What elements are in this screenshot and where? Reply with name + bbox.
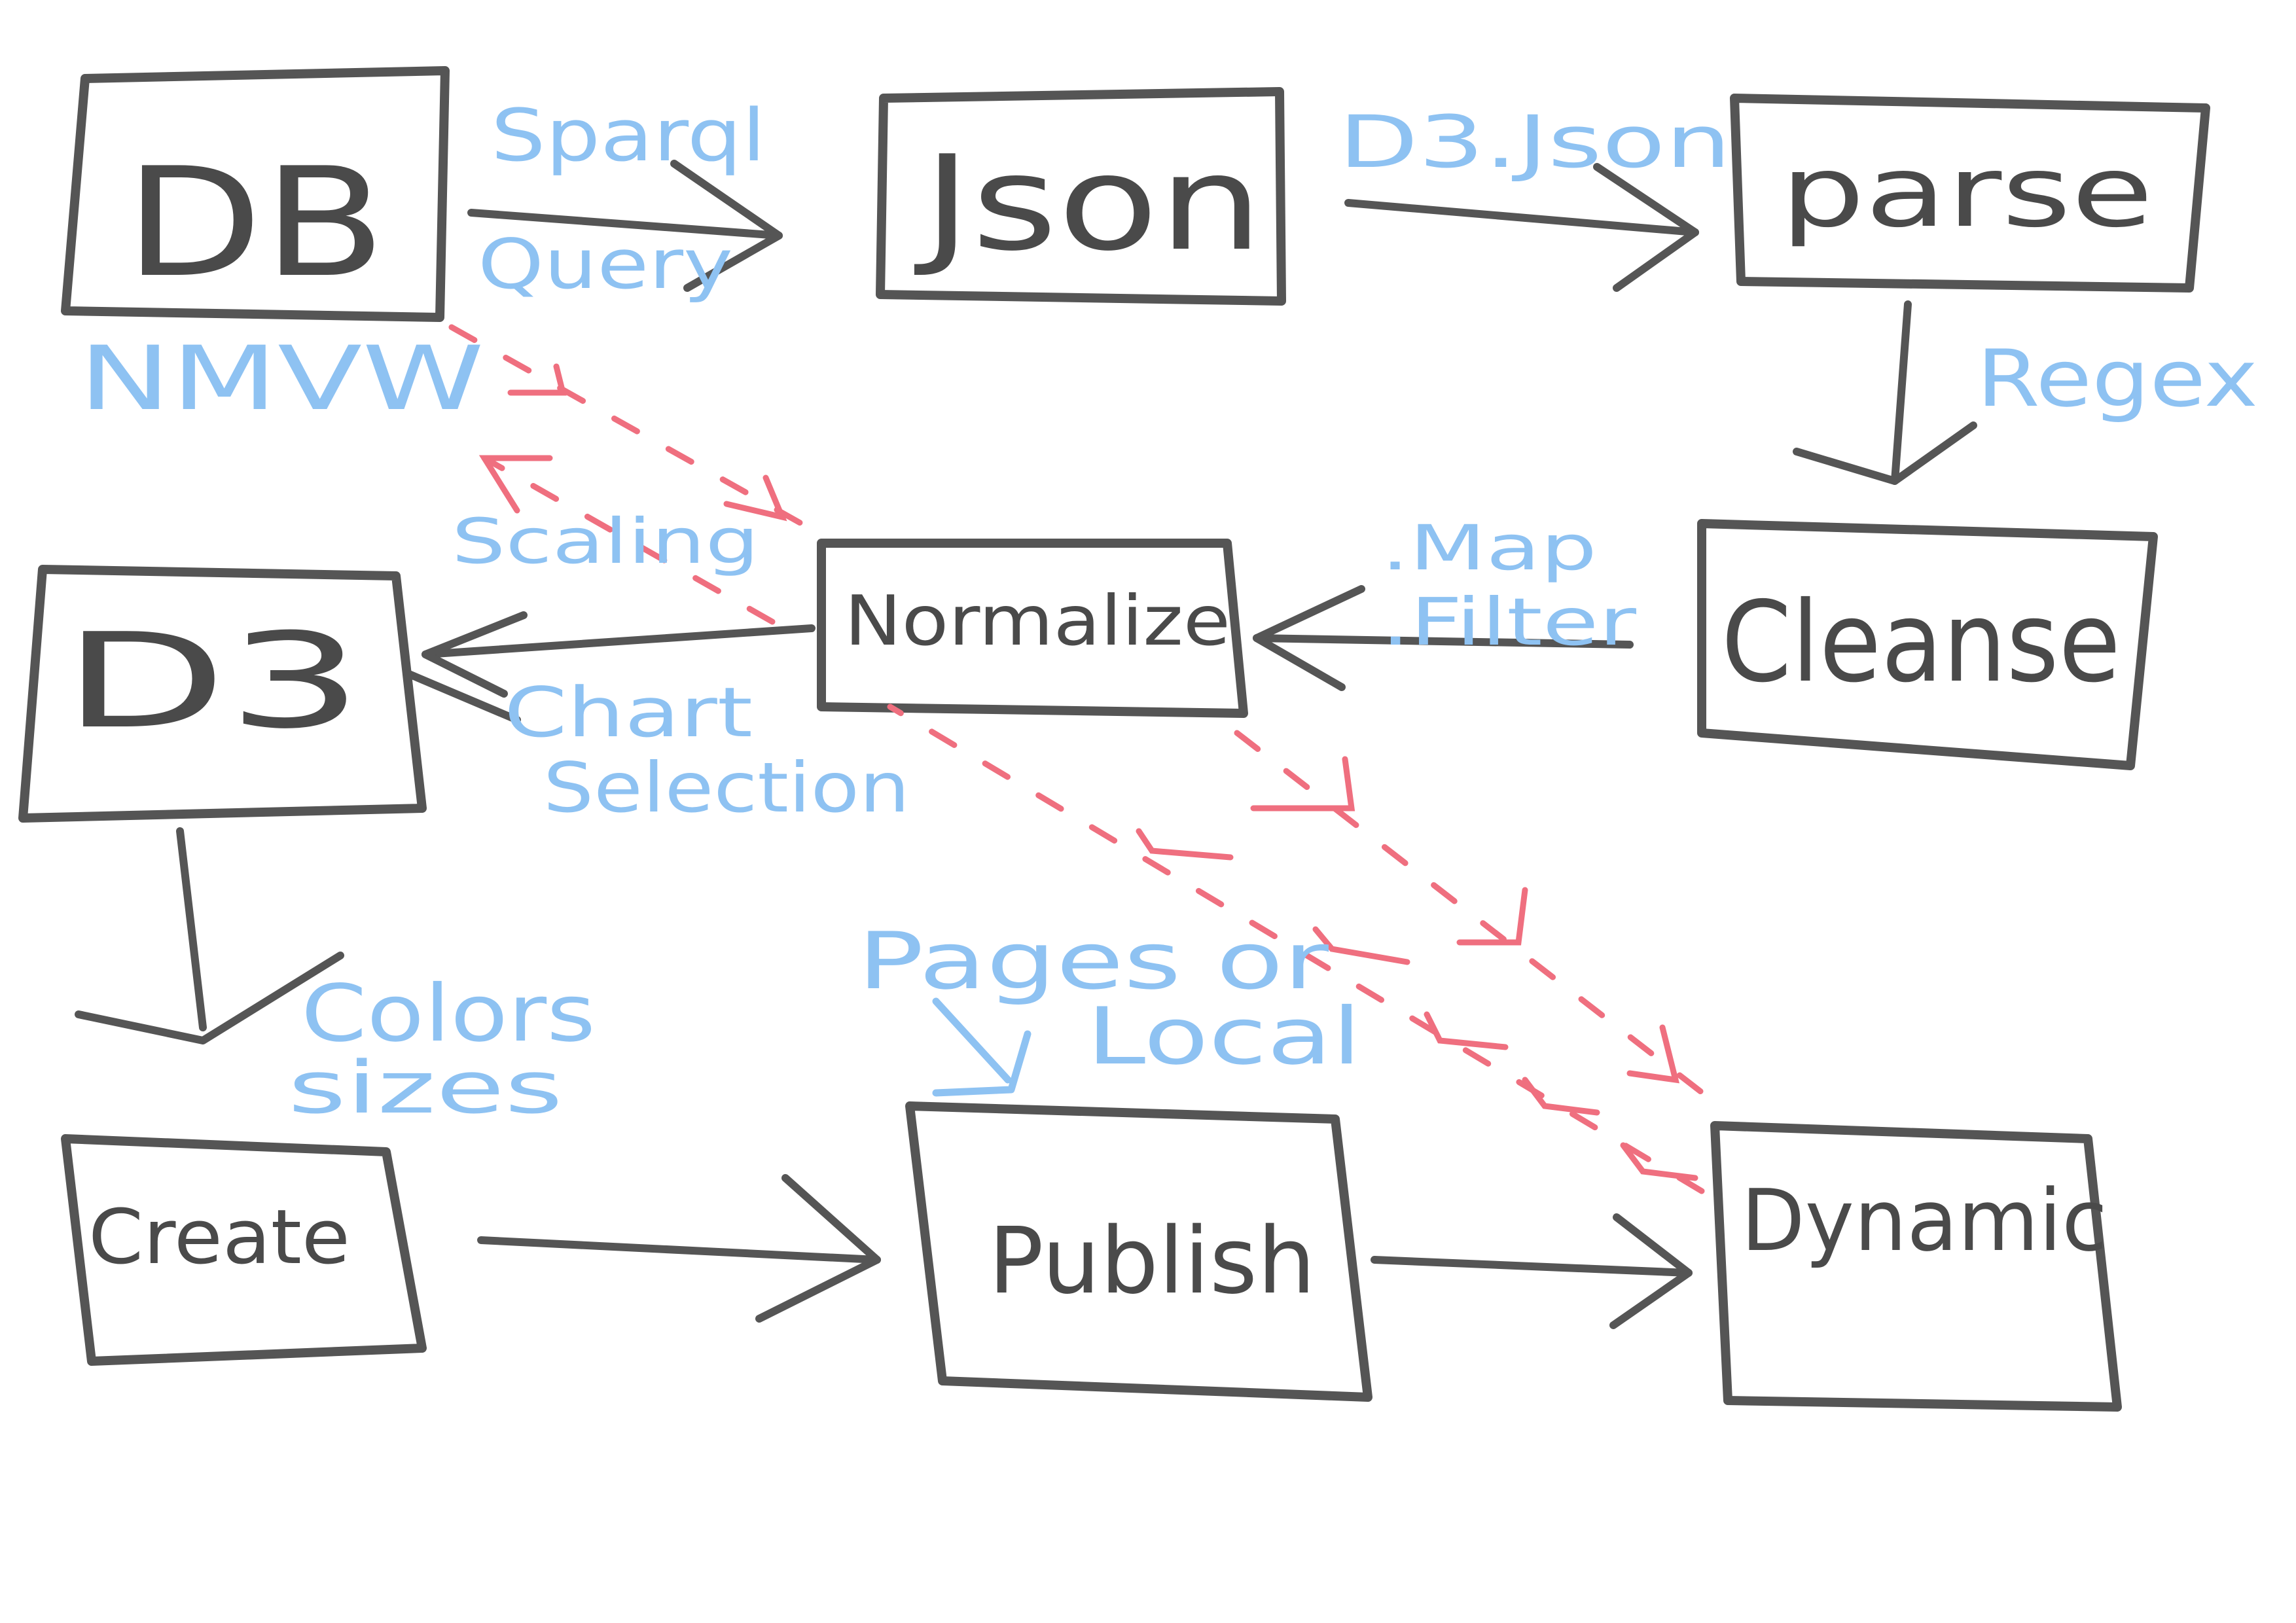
arrow-json-to-parse [1344, 163, 1699, 292]
label-map: .Map [1381, 512, 1597, 584]
node-db-label: DB [124, 136, 386, 311]
label-scaling: Scaling [452, 506, 759, 578]
node-d3 [18, 565, 427, 823]
arrow-d3-to-create [75, 827, 344, 1044]
node-d3-label: D3 [62, 605, 363, 758]
node-cleanse-label: Cleanse [1721, 578, 2121, 707]
node-json-label: Json [914, 128, 1263, 280]
label-sparql: Sparql [491, 94, 766, 177]
node-normalize [817, 539, 1248, 718]
dashed-normalize-to-db [478, 455, 776, 625]
label-local: Local [1086, 991, 1361, 1082]
label-sizes: sizes [288, 1046, 563, 1130]
node-publish [905, 1101, 1372, 1402]
arrow-parse-to-cleanse [1793, 300, 1977, 485]
arrow-db-to-json [467, 160, 783, 292]
node-parse-label: parse [1780, 135, 2153, 249]
label-selection: Selection [543, 748, 910, 828]
label-filter: .Filter [1381, 584, 1637, 660]
label-colors: Colors [301, 969, 596, 1060]
label-d3-json: D3.Json [1338, 100, 1731, 184]
arrow-publish-to-dynamic [1371, 1213, 1693, 1329]
dashed-dynamic-to-normalize [887, 704, 1705, 1194]
node-create [61, 1134, 427, 1366]
label-chart: Chart [504, 673, 753, 753]
label-pages-or: Pages or [857, 916, 1329, 1007]
arrow-pages-to-publish [932, 997, 1031, 1097]
arrow-normalize-to-d3 [405, 611, 816, 724]
node-cleanse [1697, 519, 2158, 770]
label-nmvw: NMVW [79, 327, 484, 430]
dashed-db-to-normalize [448, 324, 828, 540]
node-dynamic-label: Dynamic [1741, 1171, 2108, 1270]
arrow-create-to-publish [477, 1174, 881, 1323]
node-json [876, 87, 1286, 306]
arrow-cleanse-to-normalize [1253, 585, 1634, 691]
node-create-label: Create [88, 1194, 350, 1281]
node-db [61, 66, 450, 322]
node-publish-label: Publish [988, 1208, 1316, 1315]
node-dynamic [1710, 1121, 2122, 1412]
node-normalize-label: Normalize [844, 581, 1230, 661]
dashed-normalize-to-dynamic [1234, 730, 1731, 1116]
label-regex: Regex [1977, 334, 2258, 425]
node-parse [1730, 94, 2210, 293]
label-query: Query [478, 224, 733, 304]
